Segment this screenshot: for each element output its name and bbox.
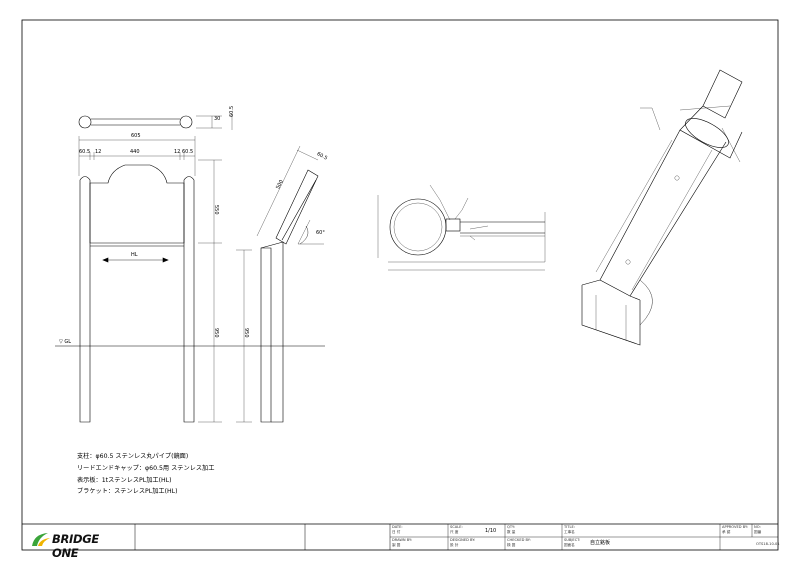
front-dim-60-5-left: 60.5 bbox=[79, 149, 91, 155]
company-logo: BRIDGE ONE bbox=[30, 528, 120, 560]
sheet-border bbox=[21, 19, 779, 551]
tb-scale-label: SCALE: bbox=[450, 525, 463, 529]
front-dim-605: 605 bbox=[131, 133, 141, 139]
tb-date-label: DATE: bbox=[392, 525, 403, 529]
side-angle: 60° bbox=[316, 230, 325, 236]
logo-text: BRIDGE ONE bbox=[52, 532, 99, 560]
front-view bbox=[78, 136, 222, 423]
plan-view bbox=[78, 114, 233, 130]
plan-dim-30: 30 bbox=[214, 116, 221, 122]
tb-subject-value: 自立銘板 bbox=[590, 540, 611, 546]
plan-post-right bbox=[179, 115, 193, 129]
gl-label: ▽ GL bbox=[59, 339, 72, 345]
tb-designed-sub: 設 計 bbox=[450, 543, 459, 547]
tb-designed-label: DESIGNED BY: bbox=[450, 538, 476, 542]
tb-no-sub: 図番 bbox=[754, 530, 762, 534]
tb-subject-label: SUBJECT: bbox=[564, 538, 581, 542]
front-dim-950: 950 bbox=[213, 328, 219, 338]
front-dim-12-left: 12 bbox=[95, 149, 102, 155]
spec-note-post: 支柱：φ60.5 ステンレス丸パイプ(鏡面) bbox=[77, 453, 189, 460]
front-dim-440: 440 bbox=[130, 149, 140, 155]
spec-notes: 支柱：φ60.5 ステンレス丸パイプ(鏡面) リードエンドキャップ：φ60.5用… bbox=[77, 451, 214, 495]
spec-note-bracket: ブラケット：ステンレスPL加工(HL) bbox=[77, 488, 178, 496]
tb-drawing-number: OTS18-10-01 bbox=[756, 542, 780, 546]
front-dim-12-right: 12 bbox=[174, 149, 181, 155]
tb-drawn-sub: 製 図 bbox=[392, 543, 401, 547]
spec-note-cap: リードエンドキャップ：φ60.5用 ステンレス加工 bbox=[77, 464, 215, 472]
inclined-detail bbox=[581, 69, 743, 346]
tb-drawn-label: DRAWN BY: bbox=[392, 538, 412, 542]
tb-approved-sub: 承 認 bbox=[722, 530, 731, 534]
front-hl-label: HL bbox=[131, 252, 138, 258]
tb-scale-value: 1/10 bbox=[485, 528, 497, 534]
tb-title-sub: 工事名 bbox=[564, 530, 575, 534]
plan-dim-60-5: 60.5 bbox=[229, 105, 235, 117]
front-dim-550: 550 bbox=[213, 205, 219, 215]
tb-date-value: 日 付 bbox=[392, 530, 401, 534]
plan-post-left bbox=[78, 115, 92, 129]
section-detail bbox=[377, 184, 546, 271]
tb-subject-sub: 図面名 bbox=[564, 543, 575, 547]
tb-checked-label: CHECKED BY: bbox=[507, 538, 531, 542]
tb-approved-label: APPROVED BY: bbox=[722, 525, 748, 529]
logo-mark-icon bbox=[32, 533, 50, 546]
side-view bbox=[236, 145, 324, 423]
tb-qty-label: QTY: bbox=[507, 525, 515, 529]
front-dim-60-5-right: 60.5 bbox=[182, 149, 194, 155]
section-pipe-inner bbox=[393, 202, 443, 252]
tb-checked-sub: 検 図 bbox=[507, 543, 516, 547]
title-block bbox=[22, 523, 778, 550]
tb-no-label: NO: bbox=[754, 525, 761, 529]
tb-title-label: TITLE: bbox=[564, 525, 575, 529]
spec-note-panel: 表示板：1tステンレスPL加工(HL) bbox=[77, 476, 172, 484]
tb-qty-value: 数 量 bbox=[507, 530, 516, 534]
side-dim-950: 950 bbox=[243, 328, 249, 338]
section-pipe-outer bbox=[389, 198, 447, 256]
tb-scale-sub: 尺 度 bbox=[450, 530, 459, 534]
